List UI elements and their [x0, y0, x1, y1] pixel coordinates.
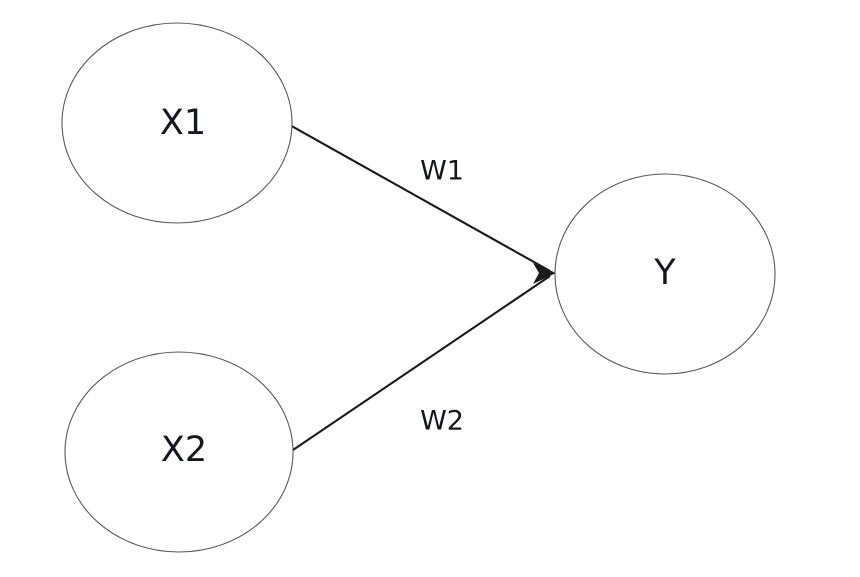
node-x2-label: X2 [161, 430, 207, 470]
arrow-head-icon [533, 263, 556, 284]
node-x1-label: X1 [160, 103, 206, 143]
edge-label-w1: W1 [420, 156, 464, 187]
edge-w2[interactable]: W2 [289, 275, 551, 453]
edge-label-w2: W2 [420, 406, 464, 437]
node-y-label: Y [653, 253, 676, 293]
edge-line-w1 [287, 123, 551, 272]
node-x2[interactable]: X2 [64, 351, 294, 553]
node-y[interactable]: Y [554, 173, 776, 375]
node-x1[interactable]: X1 [61, 22, 293, 224]
node-y-ellipse [554, 173, 776, 375]
edge-line-w2 [289, 275, 551, 453]
node-x2-ellipse [64, 351, 294, 553]
node-x1-ellipse [61, 22, 293, 224]
edge-w1[interactable]: W1 [287, 123, 551, 272]
